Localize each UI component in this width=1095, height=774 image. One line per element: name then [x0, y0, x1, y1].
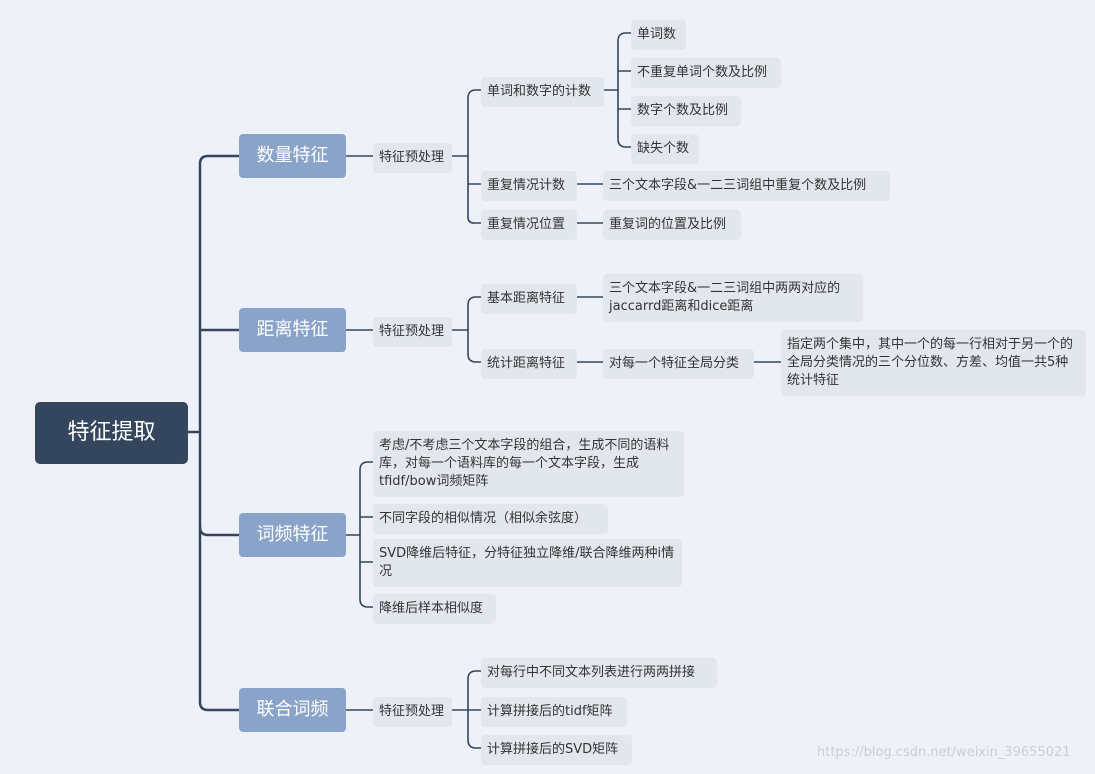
connector-distance-pre-to-children	[451, 296, 482, 331]
repeat-position-node[interactable]: 重复情况位置	[481, 210, 577, 240]
category-joint-termfreq[interactable]: 联合词频	[239, 688, 346, 732]
connector-joint-pre-down	[467, 709, 482, 749]
global-classify-node[interactable]: 对每一个特征全局分类	[603, 349, 754, 379]
repeat-position-detail[interactable]: 重复词的位置及比例	[603, 210, 741, 240]
concat-svd-item[interactable]: 计算拼接后的SVD矩阵	[481, 735, 632, 765]
word-count-item[interactable]: 单词数	[631, 20, 686, 50]
concat-tidf-item[interactable]: 计算拼接后的tidf矩阵	[481, 697, 627, 727]
connector-root-to-count	[186, 154, 242, 434]
connector-root-to-termfreq	[198, 430, 242, 537]
connector-termfreq-to-items	[345, 461, 374, 536]
category-count-features[interactable]: 数量特征	[239, 134, 346, 178]
joint-preprocess-node[interactable]: 特征预处理	[373, 697, 452, 727]
digit-count-item[interactable]: 数字个数及比例	[631, 96, 741, 126]
corpus-tfidf-item[interactable]: 考虑/不考虑三个文本字段的组合，生成不同的语料库，对每一个语料库的每一个文本字段…	[373, 431, 684, 497]
category-termfreq-features[interactable]: 词频特征	[239, 513, 346, 557]
category-distance-features[interactable]: 距离特征	[239, 308, 346, 352]
svd-reduction-item[interactable]: SVD降维后特征，分特征独立降维/联合降维两种i情况	[373, 539, 682, 587]
connector-distance-pre-stat	[467, 329, 482, 363]
repeat-count-node[interactable]: 重复情况计数	[481, 171, 577, 201]
connector-count-pre-to-children	[451, 89, 482, 157]
watermark: https://blog.csdn.net/weixin_39655021	[817, 745, 1071, 760]
connector-wordcount-down	[617, 89, 632, 148]
stat-distance-detail[interactable]: 指定两个集中，其中一个的每一行相对于另一个的全局分类情况的三个分位数、方差、均值…	[781, 330, 1086, 396]
pairwise-concat-item[interactable]: 对每行中不同文本列表进行两两拼接	[481, 658, 717, 688]
repeat-count-detail[interactable]: 三个文本字段&一二三词组中重复个数及比例	[603, 171, 890, 201]
distance-preprocess-node[interactable]: 特征预处理	[373, 317, 452, 347]
root-node[interactable]: 特征提取	[35, 402, 188, 464]
missing-count-item[interactable]: 缺失个数	[631, 134, 699, 164]
basic-distance-node[interactable]: 基本距离特征	[481, 284, 577, 314]
unique-word-item[interactable]: 不重复单词个数及比例	[631, 58, 781, 88]
connector-count-pre-repeat	[467, 155, 482, 224]
word-number-count-node[interactable]: 单词和数字的计数	[481, 77, 604, 107]
basic-distance-detail[interactable]: 三个文本字段&一二三词组中两两对应的jaccarrd距离和dice距离	[603, 274, 863, 322]
stat-distance-node[interactable]: 统计距离特征	[481, 349, 577, 379]
field-similarity-item[interactable]: 不同字段的相似情况（相似余弦度）	[373, 504, 608, 534]
connector-root-to-joint	[198, 525, 242, 712]
count-preprocess-node[interactable]: 特征预处理	[373, 143, 452, 173]
connector-joint-pre-to-children	[451, 670, 482, 711]
reduced-similarity-item[interactable]: 降维后样本相似度	[373, 594, 496, 624]
connector-wordcount-to-items	[603, 32, 632, 91]
connector-termfreq-down	[359, 534, 374, 608]
